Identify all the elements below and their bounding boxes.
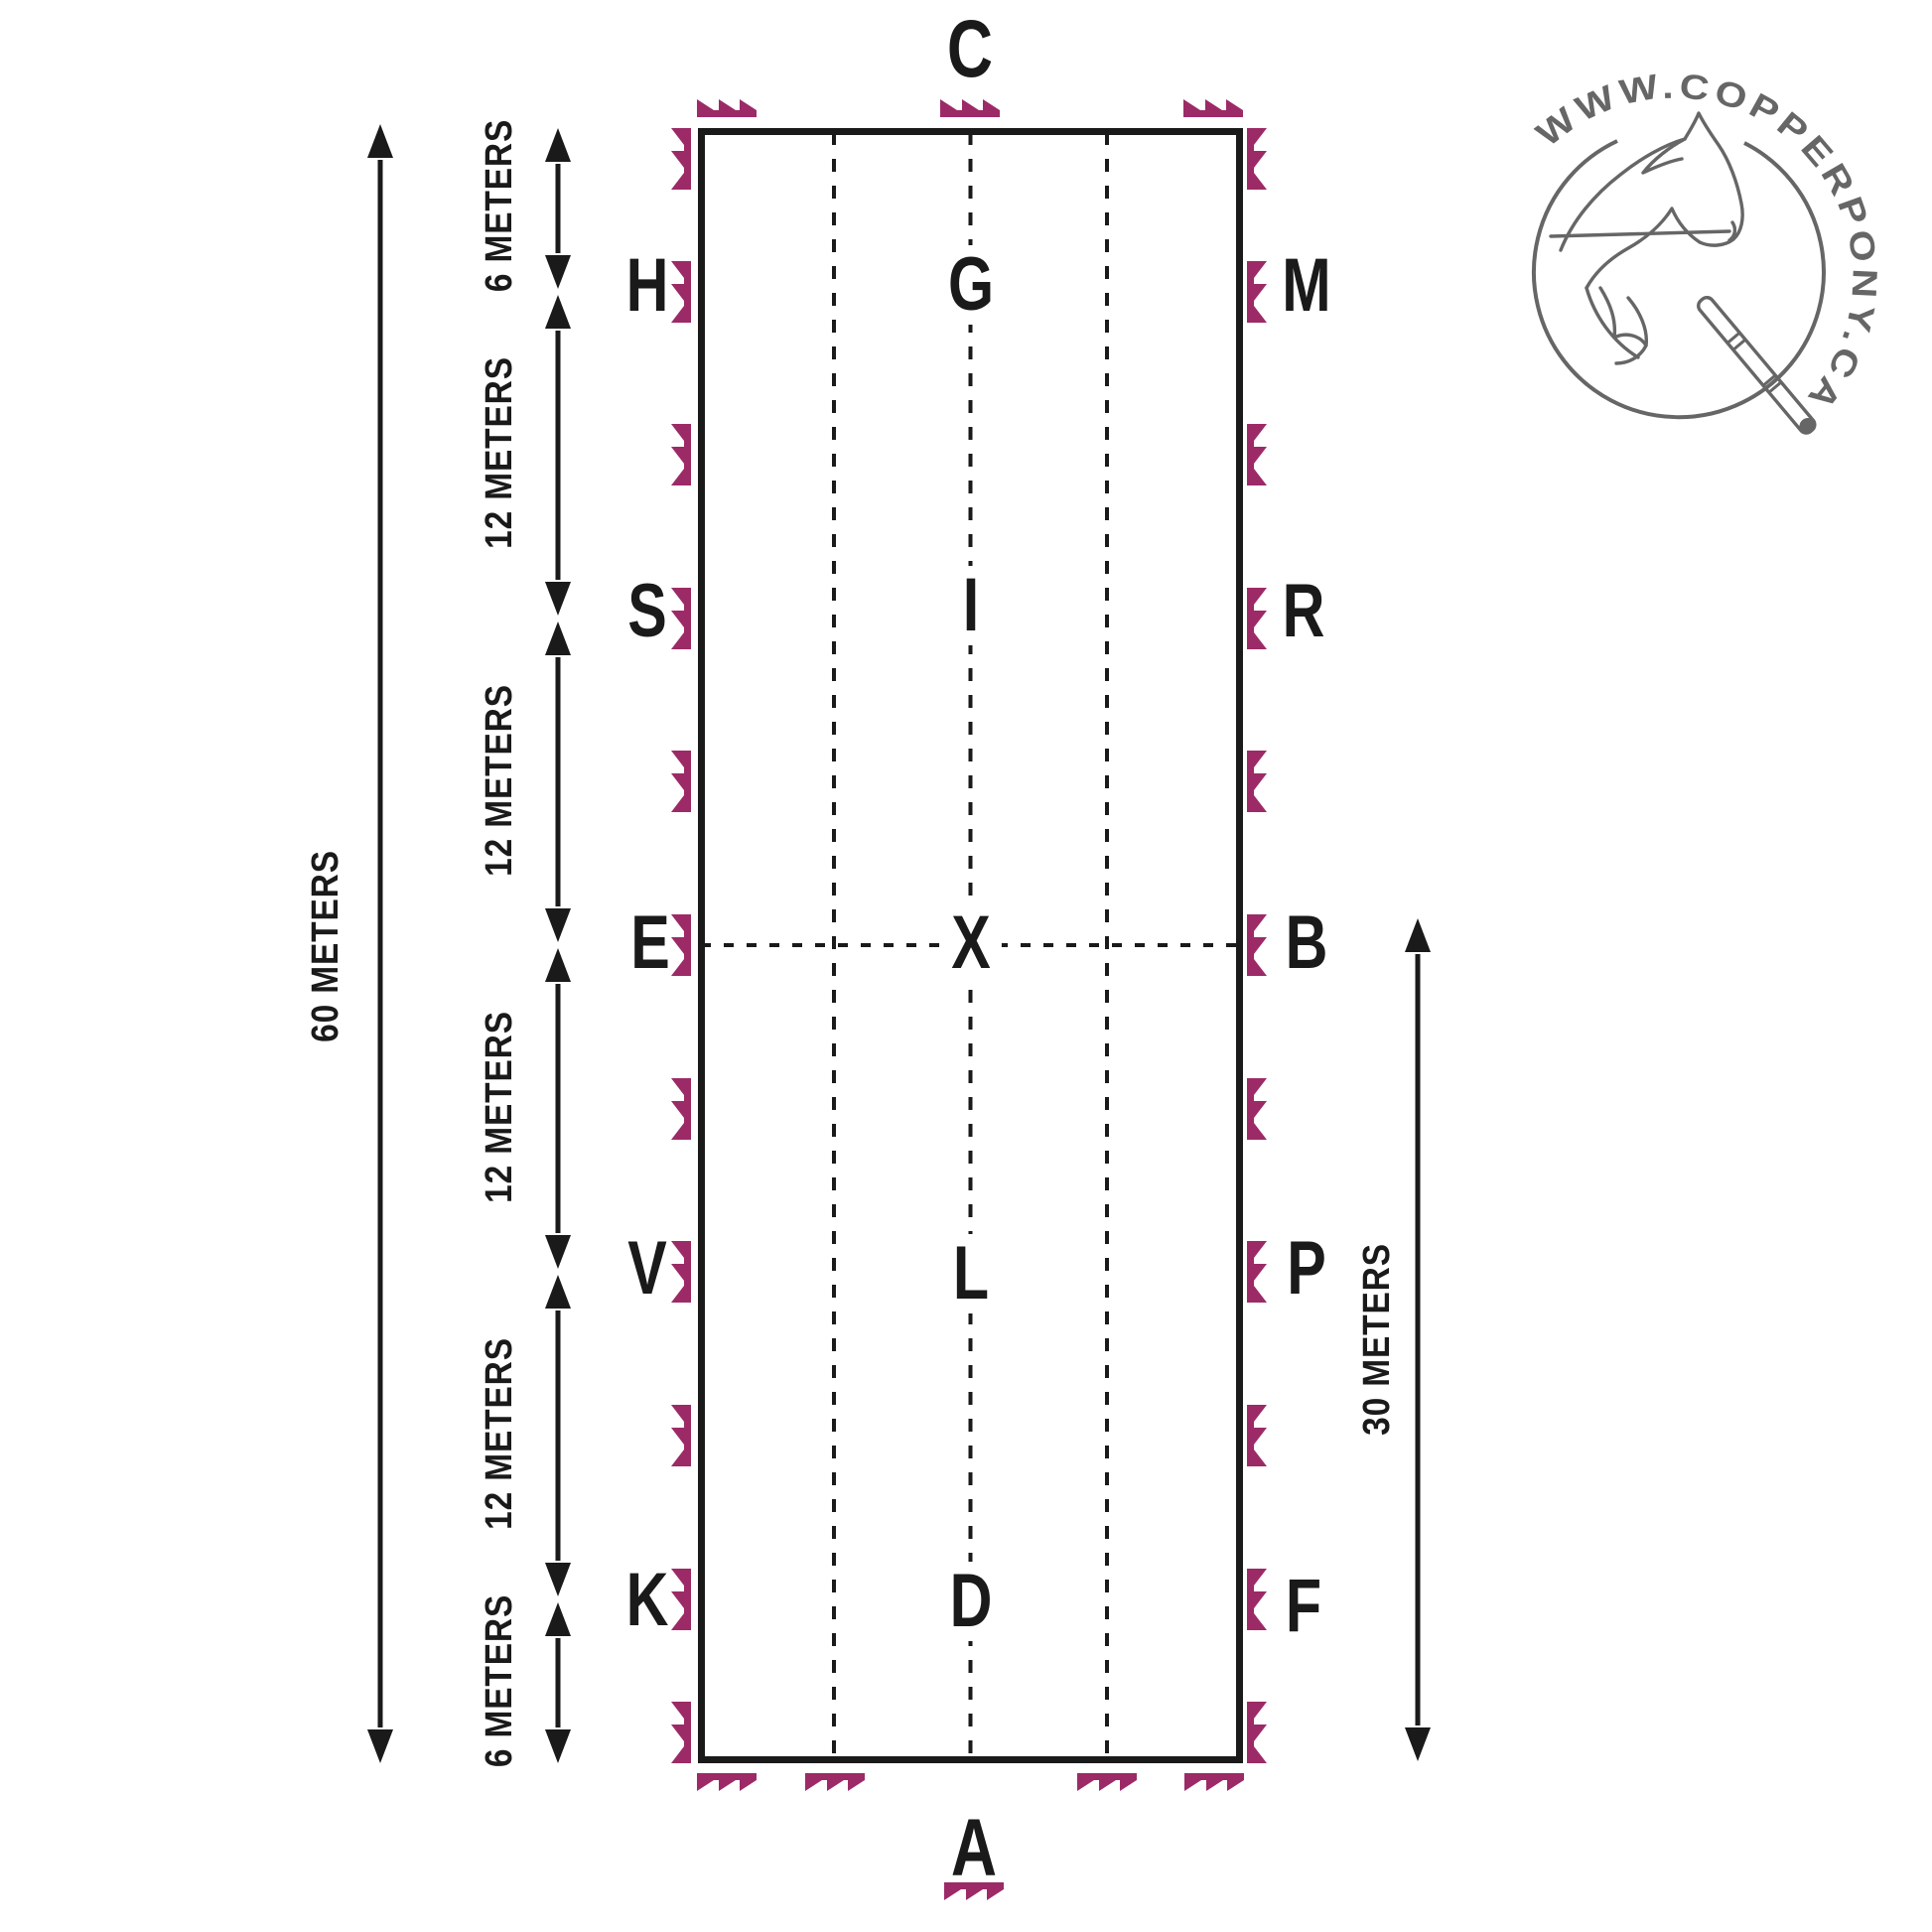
rail-marker: [671, 1078, 691, 1140]
rail-marker: [1247, 128, 1267, 190]
letter-k: K: [625, 1558, 669, 1642]
label-segment-1: 6 METERS: [479, 118, 520, 293]
rail-marker: [1247, 424, 1267, 485]
letter-c: C: [946, 4, 994, 94]
label-half-length: 30 METERS: [1356, 1243, 1398, 1436]
rail-marker: [1247, 751, 1267, 812]
rail-marker: [1183, 99, 1243, 117]
letter-a: A: [950, 1803, 998, 1893]
letter-b: B: [1285, 900, 1328, 985]
rail-marker: [697, 1773, 757, 1791]
rail-marker: [671, 261, 691, 323]
rail-marker: [805, 1773, 865, 1791]
rail-marker: [671, 751, 691, 812]
rail-marker: [671, 1405, 691, 1466]
letter-r: R: [1282, 569, 1325, 653]
label-total-length: 60 METERS: [305, 850, 346, 1042]
rail-marker: [1247, 261, 1267, 323]
rail-marker: [1247, 1241, 1267, 1303]
label-segment-3: 12 METERS: [479, 684, 520, 877]
rail-marker: [1247, 588, 1267, 649]
letter-x: X: [940, 903, 1002, 983]
letter-l: L: [941, 1234, 1001, 1313]
arrow-30m: [1405, 918, 1431, 1761]
letter-p: P: [1287, 1226, 1326, 1311]
label-segment-6: 6 METERS: [479, 1593, 520, 1768]
label-segment-4: 12 METERS: [479, 1011, 520, 1203]
rail-marker: [1247, 1078, 1267, 1140]
letter-v: V: [627, 1226, 667, 1311]
rail-marker: [1184, 1773, 1244, 1791]
logo-circle: [1532, 139, 1826, 420]
pole-icon: [1697, 296, 1817, 435]
letter-f: F: [1285, 1564, 1322, 1648]
rail-marker: [1247, 914, 1267, 976]
letter-i: I: [951, 566, 991, 645]
rail-marker: [671, 588, 691, 649]
horse-icon: [1549, 111, 1744, 365]
rail-marker: [671, 1569, 691, 1630]
rail-marker: [671, 1702, 691, 1763]
rail-markers-right: [1247, 128, 1267, 1763]
copperpony-logo: WWW.COPPERPONY.CA: [1529, 67, 1880, 435]
label-segment-5: 12 METERS: [479, 1337, 520, 1530]
rail-marker: [671, 914, 691, 976]
rail-marker: [1247, 1569, 1267, 1630]
rail-marker: [671, 424, 691, 485]
bridle-line: [1549, 229, 1731, 238]
rail-marker: [1077, 1773, 1137, 1791]
rail-markers-left: [671, 128, 691, 1763]
rail-markers-top: [697, 99, 1243, 117]
arrow-60m: [367, 124, 393, 1763]
rail-marker: [1247, 1702, 1267, 1763]
rail-marker: [697, 99, 757, 117]
letter-g: G: [937, 245, 1005, 325]
label-segment-2: 12 METERS: [479, 356, 520, 549]
letter-d: D: [938, 1562, 1004, 1641]
rail-marker: [1247, 1405, 1267, 1466]
rail-marker: [671, 128, 691, 190]
segment-arrows: [545, 128, 571, 1763]
letter-e: E: [630, 900, 670, 985]
letter-s: S: [627, 569, 667, 653]
rail-marker: [671, 1241, 691, 1303]
letter-m: M: [1282, 243, 1331, 328]
letter-h: H: [625, 243, 669, 328]
rail-marker: [940, 99, 1000, 117]
